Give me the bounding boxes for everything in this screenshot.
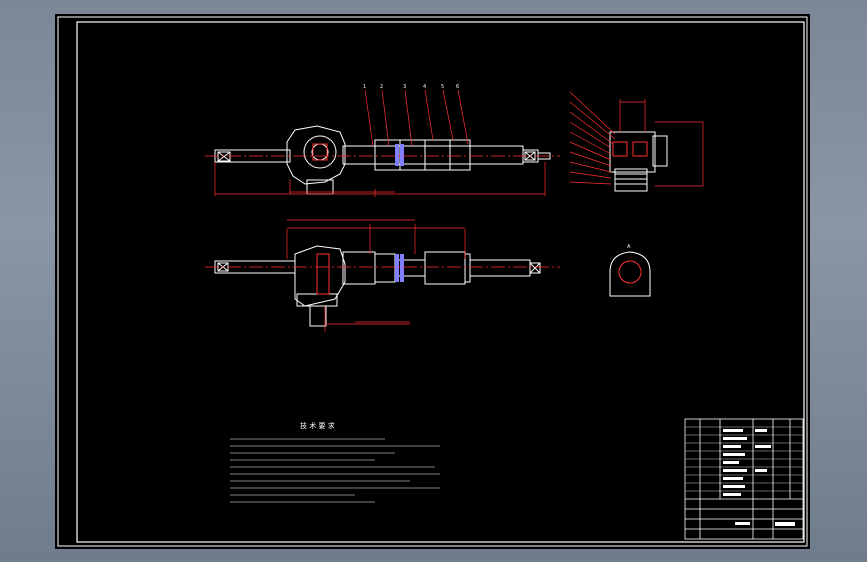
side-housing — [609, 131, 656, 173]
balloon-label: 1 — [363, 84, 366, 90]
pinion-circle — [303, 135, 337, 169]
side-hatch — [632, 141, 648, 157]
outer-frame — [57, 16, 808, 547]
dimension-lines-front — [214, 162, 546, 197]
tech-requirements-lines — [230, 438, 440, 503]
front-view-assembly — [214, 125, 551, 195]
inner-frame — [76, 21, 805, 543]
pinion-section — [312, 143, 328, 161]
power-cylinder — [374, 139, 471, 171]
section-hatch — [618, 260, 642, 284]
section-outline — [609, 251, 651, 297]
balloon-label: 2 — [380, 84, 383, 90]
side-leaders — [569, 91, 704, 187]
section-label: A — [627, 244, 631, 250]
parts-list-rows — [685, 426, 803, 492]
section-view — [609, 251, 651, 297]
balloon-group: 1 2 3 4 5 6 — [363, 84, 459, 90]
cad-drawing: 1 2 3 4 5 6 — [57, 16, 808, 547]
top-right-rack — [469, 259, 531, 277]
gear-housing — [286, 125, 346, 185]
top-gear-housing — [294, 245, 346, 307]
seal-mark — [395, 144, 399, 166]
rack-tube — [342, 145, 524, 165]
dimension-lines-top — [286, 219, 466, 332]
leader-lines — [364, 89, 469, 147]
left-tie-end — [217, 151, 231, 162]
seal-mark — [400, 254, 404, 282]
side-hatch — [612, 141, 628, 157]
balloon-label: 4 — [423, 84, 426, 90]
balloon-label: 5 — [441, 84, 444, 90]
side-base — [614, 168, 648, 192]
input-shaft — [309, 305, 327, 327]
parts-list-text-blocks — [723, 429, 795, 526]
seal-mark — [400, 144, 404, 166]
balloon-label: 6 — [456, 84, 459, 90]
tech-requirements-title: 技 术 要 求 — [300, 421, 335, 430]
title-block — [684, 418, 804, 540]
top-view-assembly — [214, 245, 541, 327]
drawing-sheet: 1 2 3 4 5 6 — [55, 14, 810, 549]
seal-mark — [395, 254, 399, 282]
balloon-label: 3 — [403, 84, 406, 90]
side-view — [609, 131, 668, 192]
top-section-hatch — [316, 253, 330, 295]
